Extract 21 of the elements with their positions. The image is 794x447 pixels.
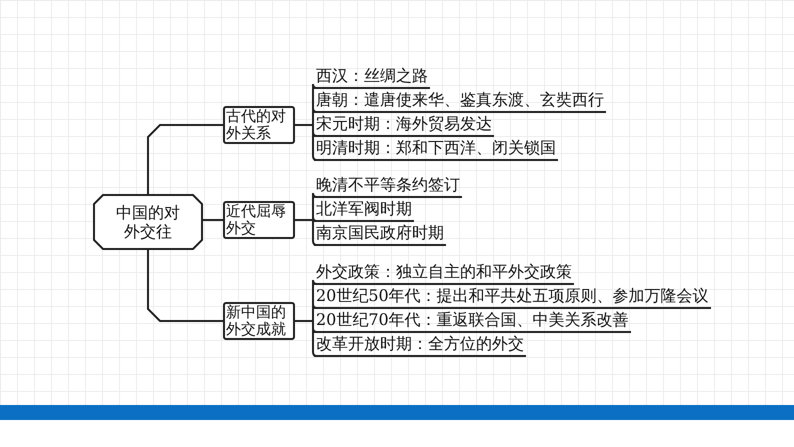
topic-box: 近代屈辱外交: [223, 201, 295, 239]
underlined-item: 20世纪50年代：提出和平共处五项原则、参加万隆会议: [314, 286, 711, 309]
central-topic: 中国的对外交往: [93, 194, 203, 250]
underlined-item: 南京国民政府时期: [314, 223, 446, 246]
underlined-item: 外交政策：独立自主的和平外交政策: [314, 262, 574, 285]
underlined-item: 西汉：丝绸之路: [314, 66, 430, 89]
connector-line: [295, 219, 318, 246]
underlined-item: 20世纪70年代：重返联合国、中美关系改善: [314, 310, 631, 333]
topic-box: 新中国的外交成就: [223, 302, 295, 340]
connector-line: [295, 320, 318, 357]
underlined-item: 宋元时期：海外贸易发达: [314, 114, 494, 137]
underlined-item: 晚清不平等条约签订: [314, 175, 462, 198]
connector-line: [203, 219, 223, 221]
connector-line: [147, 124, 223, 194]
topic-box: 古代的对外关系: [223, 106, 295, 144]
underlined-item: 北洋军阀时期: [314, 199, 414, 222]
underlined-item: 唐朝：遣唐使来华、鉴真东渡、玄奘西行: [314, 90, 606, 113]
underlined-item: 改革开放时期：全方位的外交: [314, 334, 526, 357]
underlined-item: 明清时期：郑和下西洋、闭关锁国: [314, 138, 558, 161]
connector-line: [147, 250, 223, 322]
connector-line: [295, 124, 318, 161]
